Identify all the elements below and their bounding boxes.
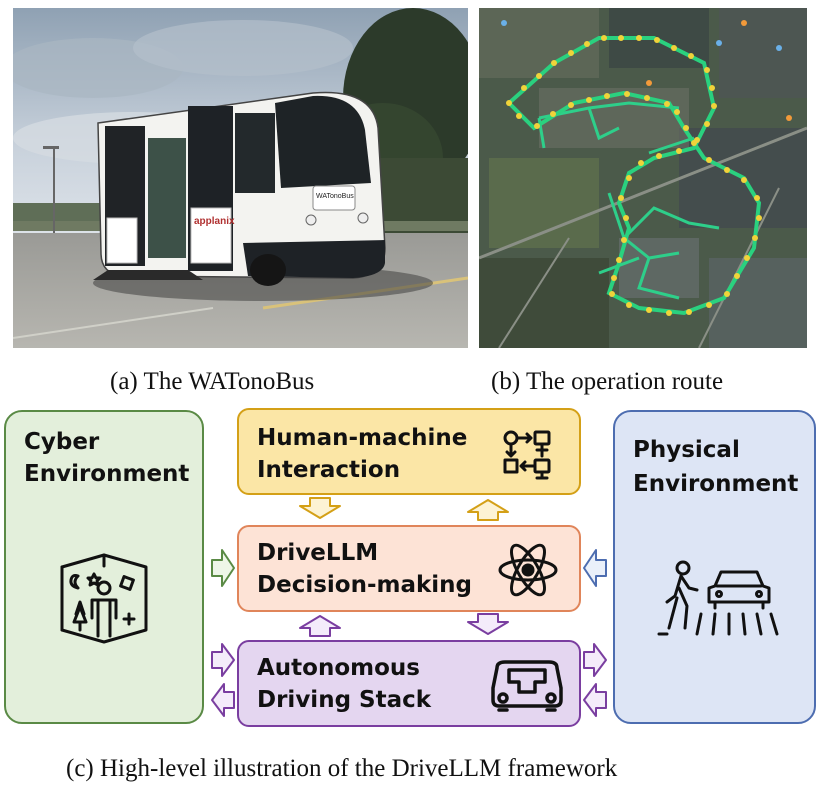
drivellm-title-line1: DriveLLM [257,540,379,566]
arrow-ads-to-drivellm [299,615,341,637]
arrow-ads-to-cyber [211,683,235,717]
route-map [479,8,807,348]
atom-icon [497,539,559,601]
arrow-drivellm-to-ads [467,613,509,635]
ads-title-line1: Autonomous [257,655,420,681]
arrow-hmi-to-drivellm [299,497,341,519]
ads-title-line2: Driving Stack [257,687,432,713]
arrow-cyber-to-ads [211,643,235,677]
hmi-title-line2: Interaction [257,457,401,483]
arrow-physical-to-drivellm [583,549,607,587]
ads-box: Autonomous Driving Stack [237,640,581,727]
arrow-ads-to-physical [583,643,607,677]
arrow-cyber-to-drivellm [211,549,235,587]
caption-b: (b) The operation route [491,368,724,395]
physical-title-line2: Environment [633,471,799,497]
applanix-logo: applanix [194,216,235,227]
bus-photo: applanix WATonoBus [13,8,468,348]
arrow-drivellm-to-hmi [467,499,509,521]
caption-c: (c) High-level illustration of the Drive… [66,755,618,782]
cyber-environment-panel: Cyber Environment [4,410,204,724]
hmi-box: Human-machine Interaction [237,408,581,495]
drivellm-box: DriveLLM Decision-making [237,525,581,612]
pedestrian-car-crosswalk-icon [657,558,787,638]
cyber-title-line1: Cyber [24,429,100,455]
hmi-title-line1: Human-machine [257,425,468,451]
virtual-environment-icon [54,552,154,647]
arrow-physical-to-ads [583,683,607,717]
shuttle-bus-icon [487,658,567,714]
physical-title-line1: Physical [633,437,740,463]
physical-environment-panel: Physical Environment [613,410,816,724]
caption-a: (a) The WATonoBus [110,368,315,395]
bus-front-sign: WATonoBus [316,193,354,200]
drivellm-title-line2: Decision-making [257,572,473,598]
flowchart-icon [501,428,555,480]
cyber-title-line2: Environment [24,461,190,487]
